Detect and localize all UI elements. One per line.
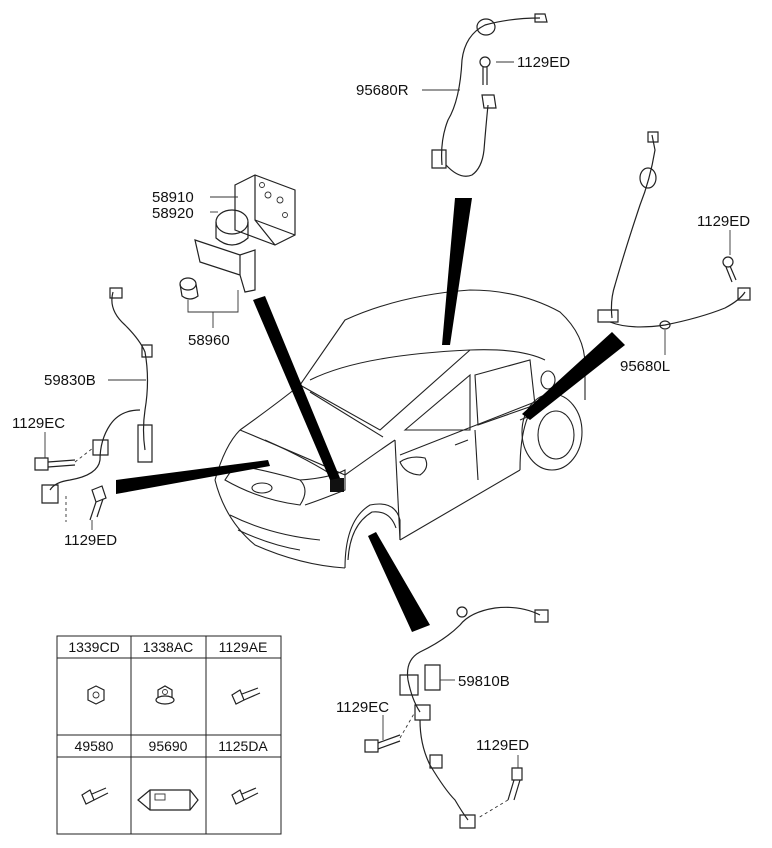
label-58920: 58920 (152, 205, 194, 222)
label-1129ed-top: 1129ED (517, 54, 570, 71)
bolt-icon (231, 687, 261, 705)
label-1129ed-left: 1129ED (64, 532, 117, 549)
table-header-1-3: 1129AE (219, 639, 268, 655)
label-1129ec-bottom: 1129EC (336, 699, 389, 716)
label-1129ed-right: 1129ED (697, 213, 750, 230)
front-right-wheel-speed-sensor (364, 606, 549, 829)
table-header-1-1: 1339CD (68, 639, 119, 655)
label-59810b: 59810B (458, 673, 510, 690)
label-1129ed-bottom: 1129ED (476, 737, 529, 754)
nut-icon (87, 685, 105, 705)
control-module-icon (137, 789, 199, 811)
rear-left-wheel-speed-sensor (597, 131, 751, 330)
pointer-wedges (116, 198, 625, 632)
flange-nut-icon (155, 685, 175, 705)
label-58910: 58910 (152, 189, 194, 206)
table-header-2-2: 95690 (149, 738, 188, 754)
leader-lines (44, 61, 731, 768)
bolt-icon (81, 787, 109, 805)
abs-unit-marker (330, 478, 344, 492)
label-95680l: 95680L (620, 358, 670, 375)
label-58960: 58960 (188, 332, 230, 349)
table-header-2-3: 1125DA (218, 738, 268, 754)
rear-right-wheel-speed-sensor (431, 13, 548, 177)
label-59830b: 59830B (44, 372, 96, 389)
label-1129ec-left: 1129EC (12, 415, 65, 432)
callout-labels: 58910 58920 58960 95680R 1129ED 1129ED 9… (12, 54, 750, 754)
abs-hydraulic-module (179, 174, 296, 300)
table-header-2-1: 49580 (75, 738, 114, 754)
bolt-icon (231, 787, 259, 805)
front-left-wheel-speed-sensor (34, 287, 153, 522)
parts-table: 1339CD 1338AC 1129AE 49580 95690 1125DA (56, 635, 282, 835)
table-header-1-2: 1338AC (143, 639, 194, 655)
label-95680r: 95680R (356, 82, 409, 99)
